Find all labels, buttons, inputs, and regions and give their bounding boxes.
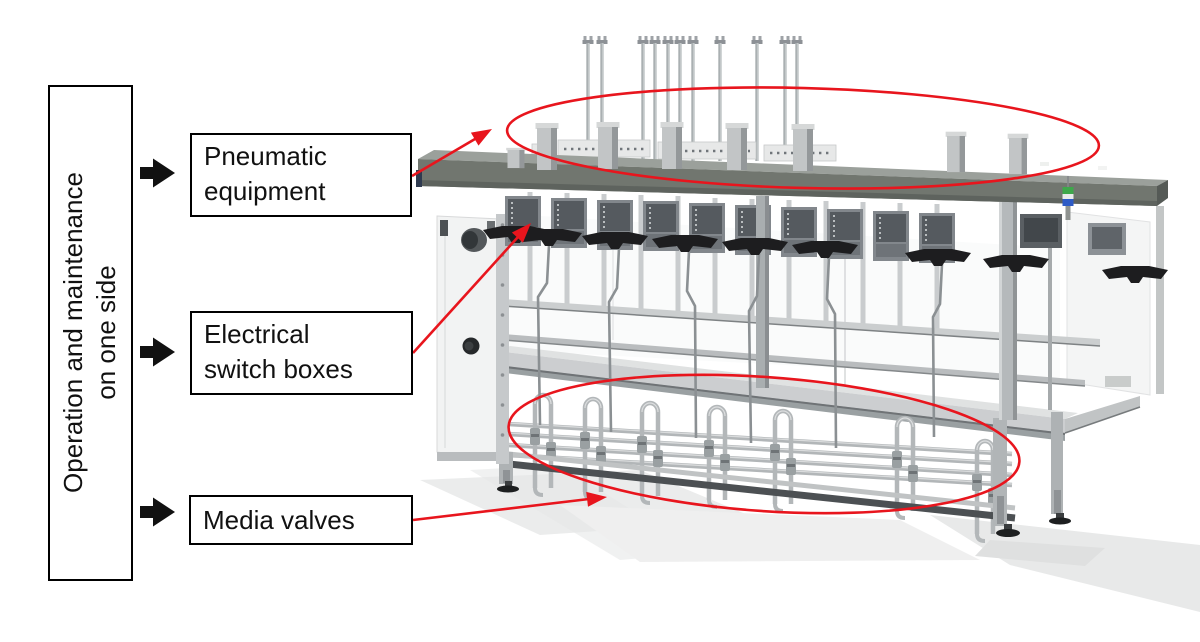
leader-arrowhead-media [586, 491, 607, 507]
red-annotations [411, 86, 1101, 522]
block-arrow-pneumatic-icon [140, 158, 175, 188]
leader-arrowhead-electrical [511, 223, 531, 243]
callout-pneumatic-line1: Pneumatic [204, 141, 327, 171]
canopy-end-cap [416, 170, 422, 187]
leader-line-media [412, 497, 590, 522]
callout-electrical-line1: Electrical [204, 319, 310, 349]
stack-light [1062, 176, 1074, 220]
leveling-foot [1049, 517, 1071, 525]
side-note-box: Operation and maintenance on one side [48, 85, 133, 581]
switch-box-row [504, 195, 1126, 264]
block-arrow-electrical-icon [140, 337, 175, 367]
guard-bracket [1105, 376, 1131, 387]
leveling-foot [996, 529, 1020, 537]
callout-media-text: Media valves [203, 504, 355, 535]
block-arrow-media-icon [140, 497, 175, 527]
callout-pneumatic-line2: equipment [204, 176, 326, 206]
stack-light-antenna [1067, 176, 1069, 187]
panel-rail [496, 214, 509, 464]
floor-shadow [420, 465, 1200, 612]
conveyor-rails [502, 299, 1101, 387]
highlight-ellipse-pneumatic [505, 86, 1101, 190]
callout-electrical-line2: switch boxes [204, 354, 353, 384]
left-end-panel [436, 214, 509, 464]
leveling-foot [497, 485, 519, 493]
lower-frame-rail-dark [499, 459, 1016, 522]
leader-arrowhead-pneumatic [470, 129, 492, 146]
switch-box [872, 210, 910, 262]
media-valves-piping [499, 395, 1016, 541]
stack-light-green [1062, 187, 1074, 194]
red-arrowheads [470, 129, 607, 507]
machine-legs [497, 222, 1071, 537]
callout-pneumatic-equipment: Pneumatic equipment [190, 133, 412, 217]
lower-frame-rail-light [499, 450, 1016, 511]
callout-media-valves: Media valves [189, 495, 413, 545]
highlight-ellipse-media-valves [507, 373, 1021, 515]
leader-line-electrical [412, 236, 519, 354]
side-note-line2: on one side [91, 265, 121, 400]
side-note-line1: Operation and maintenance [58, 172, 88, 493]
side-note-text: Operation and maintenance on one side [50, 87, 130, 578]
leader-line-pneumatic [411, 137, 476, 178]
black-arrows [140, 158, 175, 527]
callout-electrical-switch-boxes: Electrical switch boxes [190, 311, 413, 395]
stack-light-blue [1062, 199, 1074, 206]
